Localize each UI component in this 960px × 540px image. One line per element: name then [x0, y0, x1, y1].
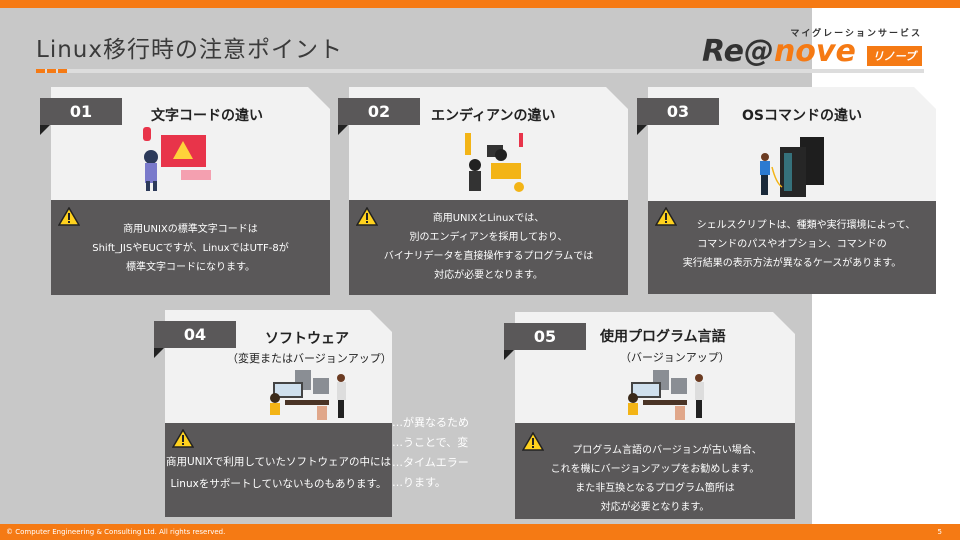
page-number: 5 — [937, 528, 942, 536]
endianness-illustration-icon — [457, 127, 537, 195]
copyright-text: © Computer Engineering & Consulting Ltd.… — [6, 528, 226, 536]
card-text-line: バイナリデータを直接操作するプログラムでは — [383, 251, 594, 262]
background-text: …が異なるため …うことで、変 …タイムエラー …ります。 — [392, 413, 522, 493]
card-title: OSコマンドの違い — [742, 108, 862, 124]
card-number-03: 03 — [637, 98, 719, 135]
card-text-line: 対応が必要となります。 — [434, 270, 543, 281]
warning-icon — [58, 207, 80, 226]
warning-icon — [172, 429, 194, 448]
bg-line: …ります。 — [392, 476, 446, 489]
renove-logo: マイグレーションサービス Re@nove リノーブ — [700, 22, 925, 69]
card-text-line: 実行結果の表示方法が異なるケースがあります。 — [682, 258, 902, 269]
card-text-line: 別のエンディアンを採用しており、 — [409, 232, 568, 243]
warning-icon — [356, 207, 378, 226]
bg-line: …タイムエラー — [392, 456, 469, 469]
warning-icon — [655, 207, 677, 226]
card-subtitle: （バージョンアップ） — [620, 351, 730, 364]
card-number-02: 02 — [338, 98, 420, 135]
card-number-05: 05 — [504, 323, 586, 360]
card-subtitle: （変更またはバージョンアップ） — [227, 352, 392, 365]
page-title: Linux移行時の注意ポイント — [36, 37, 343, 63]
card-text-line: これを機にバージョンアップをお勧めします。 — [550, 464, 760, 475]
office-illustration-icon — [265, 368, 355, 420]
encoding-illustration-icon — [131, 125, 221, 193]
card-text-line: 標準文字コードになります。 — [126, 262, 255, 273]
bg-line: …が異なるため — [392, 416, 469, 429]
card-text-line: シェルスクリプトは、種類や実行環境によって、 — [696, 220, 916, 231]
card-text-line: 商用UNIXの標準文字コードは — [123, 224, 258, 235]
card-text-line: コマンドのパスやオプション、コマンドの — [697, 239, 887, 250]
logo-prefix: Re@ — [702, 34, 774, 69]
bg-line: …うことで、変 — [392, 436, 469, 449]
card-title: エンディアンの違い — [431, 108, 556, 124]
card-text-line: 商用UNIXで利用していたソフトウェアの中には — [165, 456, 391, 468]
logo-name: Re@nove — [702, 34, 856, 69]
card-os-commands: OSコマンドの違い シェルスクリプトは、種類や実行環境によって、 コマンドのパス… — [648, 87, 936, 294]
card-text-line: 商用UNIXとLinuxでは、 — [432, 213, 545, 224]
card-text-line: 対応が必要となります。 — [600, 502, 710, 513]
title-underline — [36, 69, 924, 73]
card-title: ソフトウェア — [265, 331, 349, 347]
card-number-04: 04 — [154, 321, 236, 358]
server-illustration-icon — [760, 135, 830, 197]
logo-badge: リノーブ — [866, 46, 922, 66]
logo-subtitle: マイグレーションサービス — [790, 29, 922, 39]
card-character-encoding: 文字コードの違い 商用UNIXの標準文字コードは Shift_JISやEUCです… — [51, 87, 330, 295]
card-text-line: Shift_JISやEUCですが、LinuxではUTF-8が — [92, 243, 289, 254]
office-illustration-icon — [623, 368, 713, 420]
top-accent-bar — [0, 0, 960, 8]
card-title: 使用プログラム言語 — [600, 329, 726, 345]
card-text-line: プログラム言語のバージョンが古い場合、 — [572, 445, 762, 456]
card-number-01: 01 — [40, 98, 122, 135]
card-title: 文字コードの違い — [151, 108, 263, 124]
warning-icon — [522, 432, 544, 451]
logo-suffix: nove — [773, 34, 856, 69]
footer: © Computer Engineering & Consulting Ltd.… — [0, 524, 960, 540]
card-text-line: Linuxをサポートしていないものもあります。 — [170, 478, 387, 490]
card-text-line: また非互換となるプログラム箇所は — [575, 483, 735, 494]
